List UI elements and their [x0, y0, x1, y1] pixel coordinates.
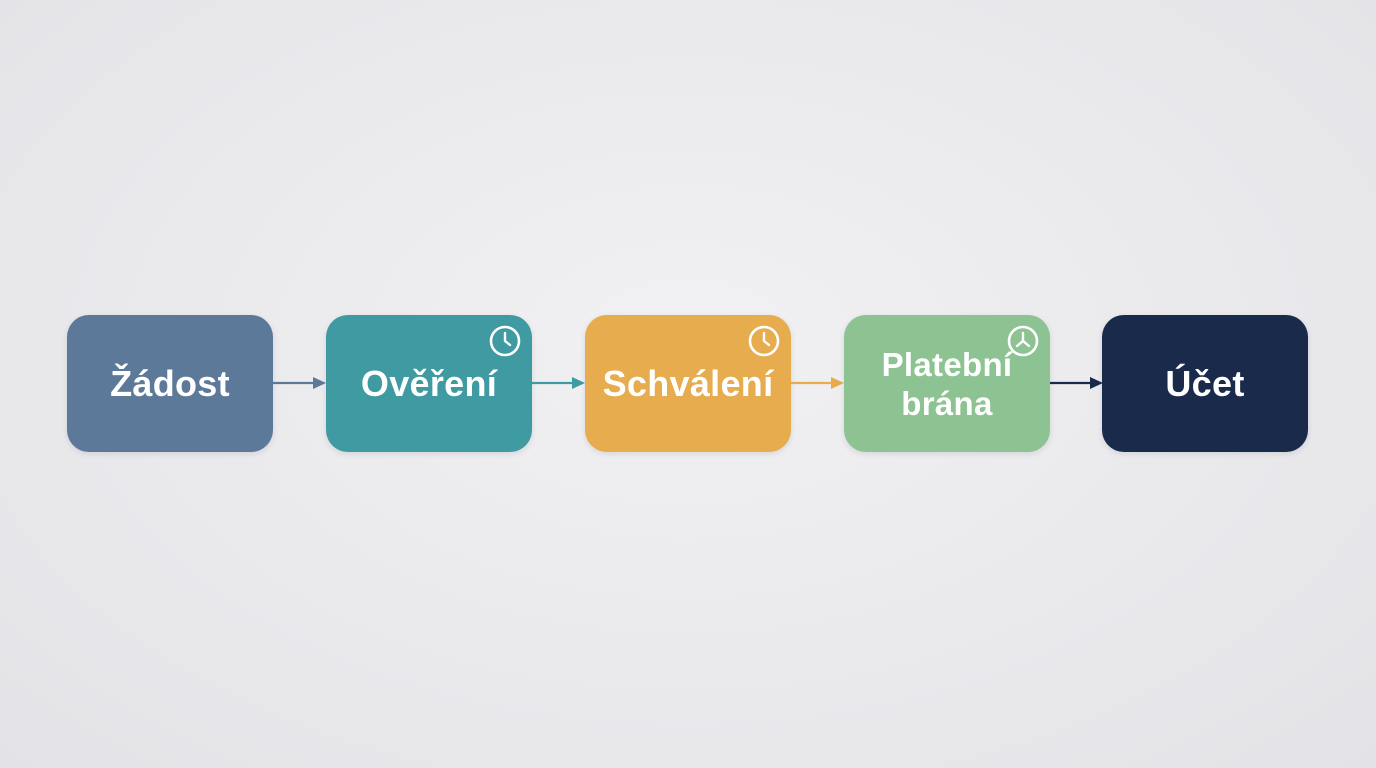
step-label: Účet: [1165, 362, 1245, 404]
arrow-right-icon: [532, 377, 585, 389]
step-label: Platební brána: [882, 345, 1013, 423]
clock-icon: [1007, 325, 1039, 357]
step-label: Schválení: [602, 362, 774, 404]
step-platebni-brana: Platební brána: [844, 315, 1050, 452]
clock-icon: [748, 325, 780, 357]
arrow-right-icon: [791, 377, 844, 389]
step-ucet: Účet: [1102, 315, 1308, 452]
step-schvaleni: Schválení: [585, 315, 791, 452]
step-zadost: Žádost: [67, 315, 273, 452]
step-label-line: brána: [901, 384, 993, 422]
step-overeni: Ověření: [326, 315, 532, 452]
arrow-right-icon: [1050, 377, 1103, 389]
clock-icon: [489, 325, 521, 357]
arrow-right-icon: [273, 377, 326, 389]
step-label-line: Platební: [881, 345, 1013, 383]
step-label: Ověření: [360, 362, 498, 404]
step-label: Žádost: [110, 362, 230, 404]
